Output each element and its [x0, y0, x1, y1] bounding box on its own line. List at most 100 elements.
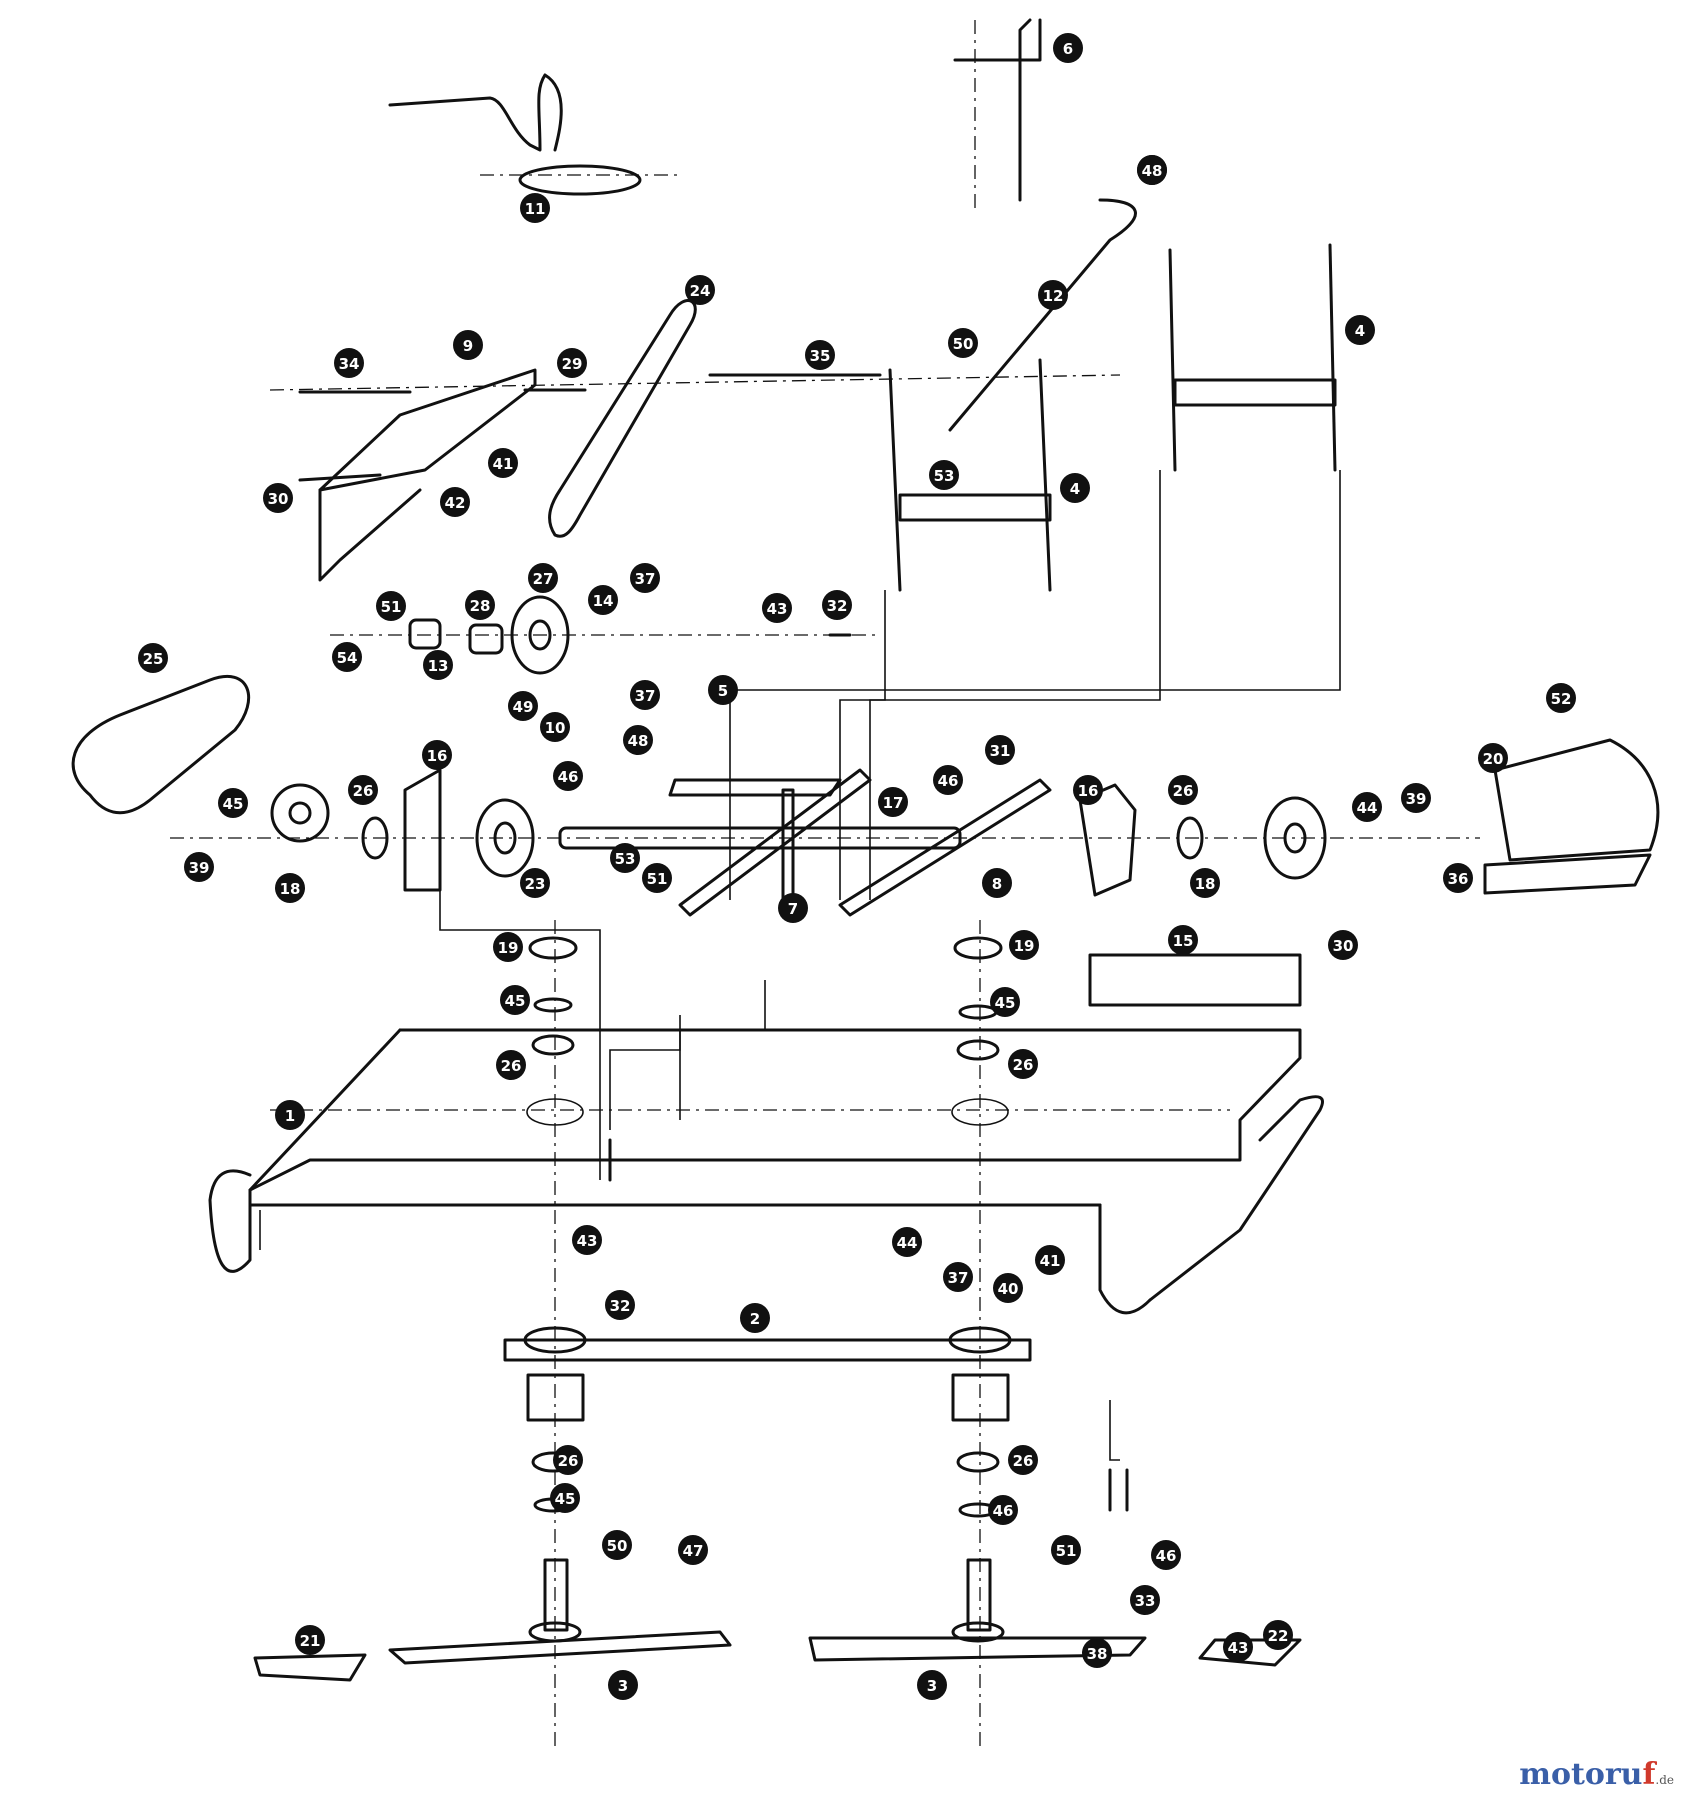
callout-number: 37 — [635, 570, 656, 588]
callout-41: 41 — [488, 448, 518, 478]
callout-circle — [588, 585, 618, 615]
callout-number: 26 — [1013, 1452, 1034, 1470]
callout-51: 51 — [376, 591, 406, 621]
callout-18: 18 — [1190, 868, 1220, 898]
callout-11: 11 — [520, 193, 550, 223]
callout-43: 43 — [572, 1225, 602, 1255]
callout-number: 28 — [470, 597, 491, 615]
callout-circle — [348, 775, 378, 805]
callout-26: 26 — [496, 1050, 526, 1080]
watermark-accent-letter: f — [1642, 1757, 1656, 1792]
callout-18: 18 — [275, 873, 305, 903]
callout-circle — [1223, 1632, 1253, 1662]
callout-number: 52 — [1551, 690, 1572, 708]
callout-circle — [1053, 33, 1083, 63]
callout-38: 38 — [1082, 1638, 1112, 1668]
bearing-flanges — [403, 768, 1137, 897]
callout-5: 5 — [708, 675, 738, 705]
callout-circle — [572, 1225, 602, 1255]
callout-36: 36 — [1443, 863, 1473, 893]
callout-circle — [520, 868, 550, 898]
callout-number: 3 — [927, 1677, 937, 1695]
callout-number: 41 — [1040, 1252, 1061, 1270]
callout-43: 43 — [762, 593, 792, 623]
callout-circle — [1008, 1049, 1038, 1079]
callout-circle — [1478, 743, 1508, 773]
callout-25: 25 — [138, 643, 168, 673]
callout-circle — [917, 1670, 947, 1700]
callout-number: 26 — [1013, 1056, 1034, 1074]
callout-number: 1 — [285, 1107, 295, 1125]
callout-number: 34 — [339, 355, 360, 373]
callout-circle — [1168, 925, 1198, 955]
callout-number: 20 — [1483, 750, 1504, 768]
callout-number: 46 — [558, 768, 579, 786]
mower-deck — [208, 1028, 1324, 1315]
callout-number: 31 — [990, 742, 1011, 760]
callout-circle — [608, 1670, 638, 1700]
callout-number: 18 — [1195, 875, 1216, 893]
callout-40: 40 — [993, 1273, 1023, 1303]
callout-45: 45 — [550, 1483, 580, 1513]
callout-number: 16 — [1078, 782, 1099, 800]
callout-number: 48 — [628, 732, 649, 750]
callout-45: 45 — [218, 788, 248, 818]
callout-46: 46 — [988, 1495, 1018, 1525]
callout-46: 46 — [1151, 1540, 1181, 1570]
callout-number: 27 — [533, 570, 554, 588]
callout-53: 53 — [929, 460, 959, 490]
callout-1: 1 — [275, 1100, 305, 1130]
callout-number: 45 — [995, 994, 1016, 1012]
callout-number: 45 — [223, 795, 244, 813]
callout-number: 26 — [353, 782, 374, 800]
callout-48: 48 — [1137, 155, 1167, 185]
callout-circle — [1546, 683, 1576, 713]
callout-23: 23 — [520, 868, 550, 898]
callout-2: 2 — [740, 1303, 770, 1333]
callout-circle — [550, 1483, 580, 1513]
callout-number: 42 — [445, 494, 466, 512]
callout-circle — [878, 787, 908, 817]
callout-39: 39 — [184, 852, 214, 882]
callout-number: 45 — [505, 992, 526, 1010]
callout-number: 54 — [337, 649, 358, 667]
callout-number: 19 — [498, 939, 519, 957]
callout-number: 45 — [555, 1490, 576, 1508]
callout-44: 44 — [892, 1227, 922, 1257]
callout-number: 12 — [1043, 287, 1064, 305]
callout-number: 43 — [1228, 1639, 1249, 1657]
callout-number: 44 — [1357, 799, 1378, 817]
callout-number: 16 — [427, 747, 448, 765]
callout-circle — [440, 487, 470, 517]
callout-number: 29 — [562, 355, 583, 373]
callout-22: 22 — [1263, 1620, 1293, 1650]
callout-circle — [630, 563, 660, 593]
watermark-tld: .de — [1655, 1773, 1674, 1787]
callout-43: 43 — [1223, 1632, 1253, 1662]
callout-26: 26 — [1008, 1445, 1038, 1475]
callout-circle — [1443, 863, 1473, 893]
callout-7: 7 — [778, 893, 808, 923]
callout-circle — [982, 868, 1012, 898]
callout-circle — [1082, 1638, 1112, 1668]
callout-number: 48 — [1142, 162, 1163, 180]
callout-circle — [740, 1303, 770, 1333]
callout-number: 46 — [993, 1502, 1014, 1520]
callout-number: 11 — [525, 200, 546, 218]
callout-circle — [708, 675, 738, 705]
callout-51: 51 — [1051, 1535, 1081, 1565]
belts — [71, 299, 697, 815]
callout-32: 32 — [605, 1290, 635, 1320]
callout-31: 31 — [985, 735, 1015, 765]
callout-number: 37 — [948, 1269, 969, 1287]
callout-circle — [605, 1290, 635, 1320]
callout-number: 43 — [767, 600, 788, 618]
pulleys-and-sprockets — [270, 595, 1327, 880]
callout-circle — [1035, 1245, 1065, 1275]
watermark-brand: motoru — [1519, 1757, 1643, 1792]
callout-number: 37 — [635, 687, 656, 705]
callout-circle — [500, 985, 530, 1015]
callout-number: 49 — [513, 698, 534, 716]
callout-number: 9 — [463, 337, 473, 355]
